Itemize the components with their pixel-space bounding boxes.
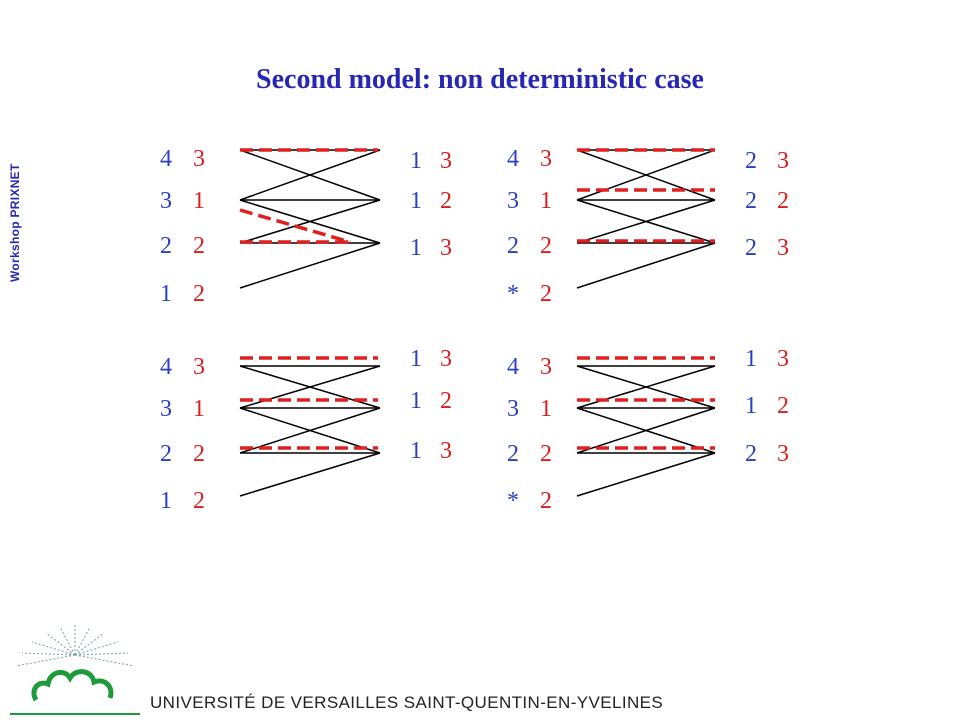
- panel-3-right-3-second: 3: [440, 438, 452, 464]
- panel-1-right-1-first: 1: [410, 148, 422, 174]
- panel-1-left-4-second: 2: [193, 281, 205, 307]
- panel-2-left-2-second: 1: [540, 188, 552, 214]
- panel-3-left-2-second: 1: [193, 396, 205, 422]
- panel-4-left-1-second: 3: [540, 354, 552, 380]
- panel-3-left-4-first: 1: [160, 488, 172, 514]
- university-name: UNIVERSITÉ DE VERSAILLES SAINT-QUENTIN-E…: [150, 693, 664, 712]
- panel-1-edge-x5: [239, 242, 381, 289]
- panel-4-left-1-first: 4: [507, 354, 519, 380]
- panel-3-edge-x5: [239, 452, 381, 497]
- panel-1-right-1-second: 3: [440, 148, 452, 174]
- panel-4-left-2-second: 1: [540, 396, 552, 422]
- panel-2-right-3-second: 3: [777, 235, 789, 261]
- panel-1-edge-x4: [239, 199, 381, 244]
- panel-2-right-2-first: 2: [745, 188, 757, 214]
- panel-1-edge-x2: [239, 149, 381, 201]
- panel-3-right-2-first: 1: [410, 388, 422, 414]
- panel-1-left-1-first: 4: [160, 146, 172, 172]
- panel-3-edge-x4: [239, 407, 381, 454]
- panel-4-right-1-second: 3: [777, 346, 789, 372]
- panel-4-right-1-first: 1: [745, 346, 757, 372]
- panel-1-right-3-first: 1: [410, 235, 422, 261]
- panel-3-left-2-first: 3: [160, 396, 172, 422]
- panel-2-right-3-first: 2: [745, 235, 757, 261]
- panel-1-right-2-second: 2: [440, 188, 452, 214]
- panel-4-left-3-second: 2: [540, 441, 552, 467]
- panel-2-left-1-second: 3: [540, 146, 552, 172]
- panel-1-left-2-first: 3: [160, 188, 172, 214]
- panel-4-right-3-second: 3: [777, 441, 789, 467]
- panel-4-left-4-first: *: [507, 488, 519, 514]
- panel-1-left-1-second: 3: [193, 146, 205, 172]
- panel-2-right-1-first: 2: [745, 148, 757, 174]
- panel-3-left-3-second: 2: [193, 441, 205, 467]
- panel-1-left-3-first: 2: [160, 233, 172, 259]
- panel-3-left-4-second: 2: [193, 488, 205, 514]
- panel-2-left-3-first: 2: [507, 233, 519, 259]
- panel-1-left-3-second: 2: [193, 233, 205, 259]
- panel-2-left-1-first: 4: [507, 146, 519, 172]
- panel-1-left-2-second: 1: [193, 188, 205, 214]
- panel-2-left-4-second: 2: [540, 281, 552, 307]
- panel-3-right-1-second: 3: [440, 346, 452, 372]
- panel-4-edge-x5: [576, 452, 716, 497]
- panel-4-right-2-first: 1: [745, 393, 757, 419]
- panel-4-edge-x4: [576, 407, 716, 454]
- panel-3-left-1-first: 4: [160, 354, 172, 380]
- panel-2-right-1-second: 3: [777, 148, 789, 174]
- panel-2-left-2-first: 3: [507, 188, 519, 214]
- panel-2-right-2-second: 2: [777, 188, 789, 214]
- panel-2-left-4-first: *: [507, 281, 519, 307]
- panel-3-right-2-second: 2: [440, 388, 452, 414]
- panel-1-right-2-first: 1: [410, 188, 422, 214]
- panel-1-right-3-second: 3: [440, 235, 452, 261]
- panel-4-left-4-second: 2: [540, 488, 552, 514]
- panel-2-left-3-second: 2: [540, 233, 552, 259]
- panel-2-edge-x4: [576, 199, 716, 244]
- panel-3-right-3-first: 1: [410, 438, 422, 464]
- panel-2-edge-x5: [576, 242, 716, 289]
- panel-4-right-3-first: 2: [745, 441, 757, 467]
- panel-4-right-2-second: 2: [777, 393, 789, 419]
- panel-3-right-1-first: 1: [410, 346, 422, 372]
- panel-4-left-3-first: 2: [507, 441, 519, 467]
- panel-4-left-2-first: 3: [507, 396, 519, 422]
- panel-3-left-1-second: 3: [193, 354, 205, 380]
- slide-title: Second model: non deterministic case: [256, 64, 704, 95]
- panel-3-left-3-first: 2: [160, 441, 172, 467]
- panel-1-left-4-first: 1: [160, 281, 172, 307]
- panel-1-dashed-line-3: [239, 208, 351, 244]
